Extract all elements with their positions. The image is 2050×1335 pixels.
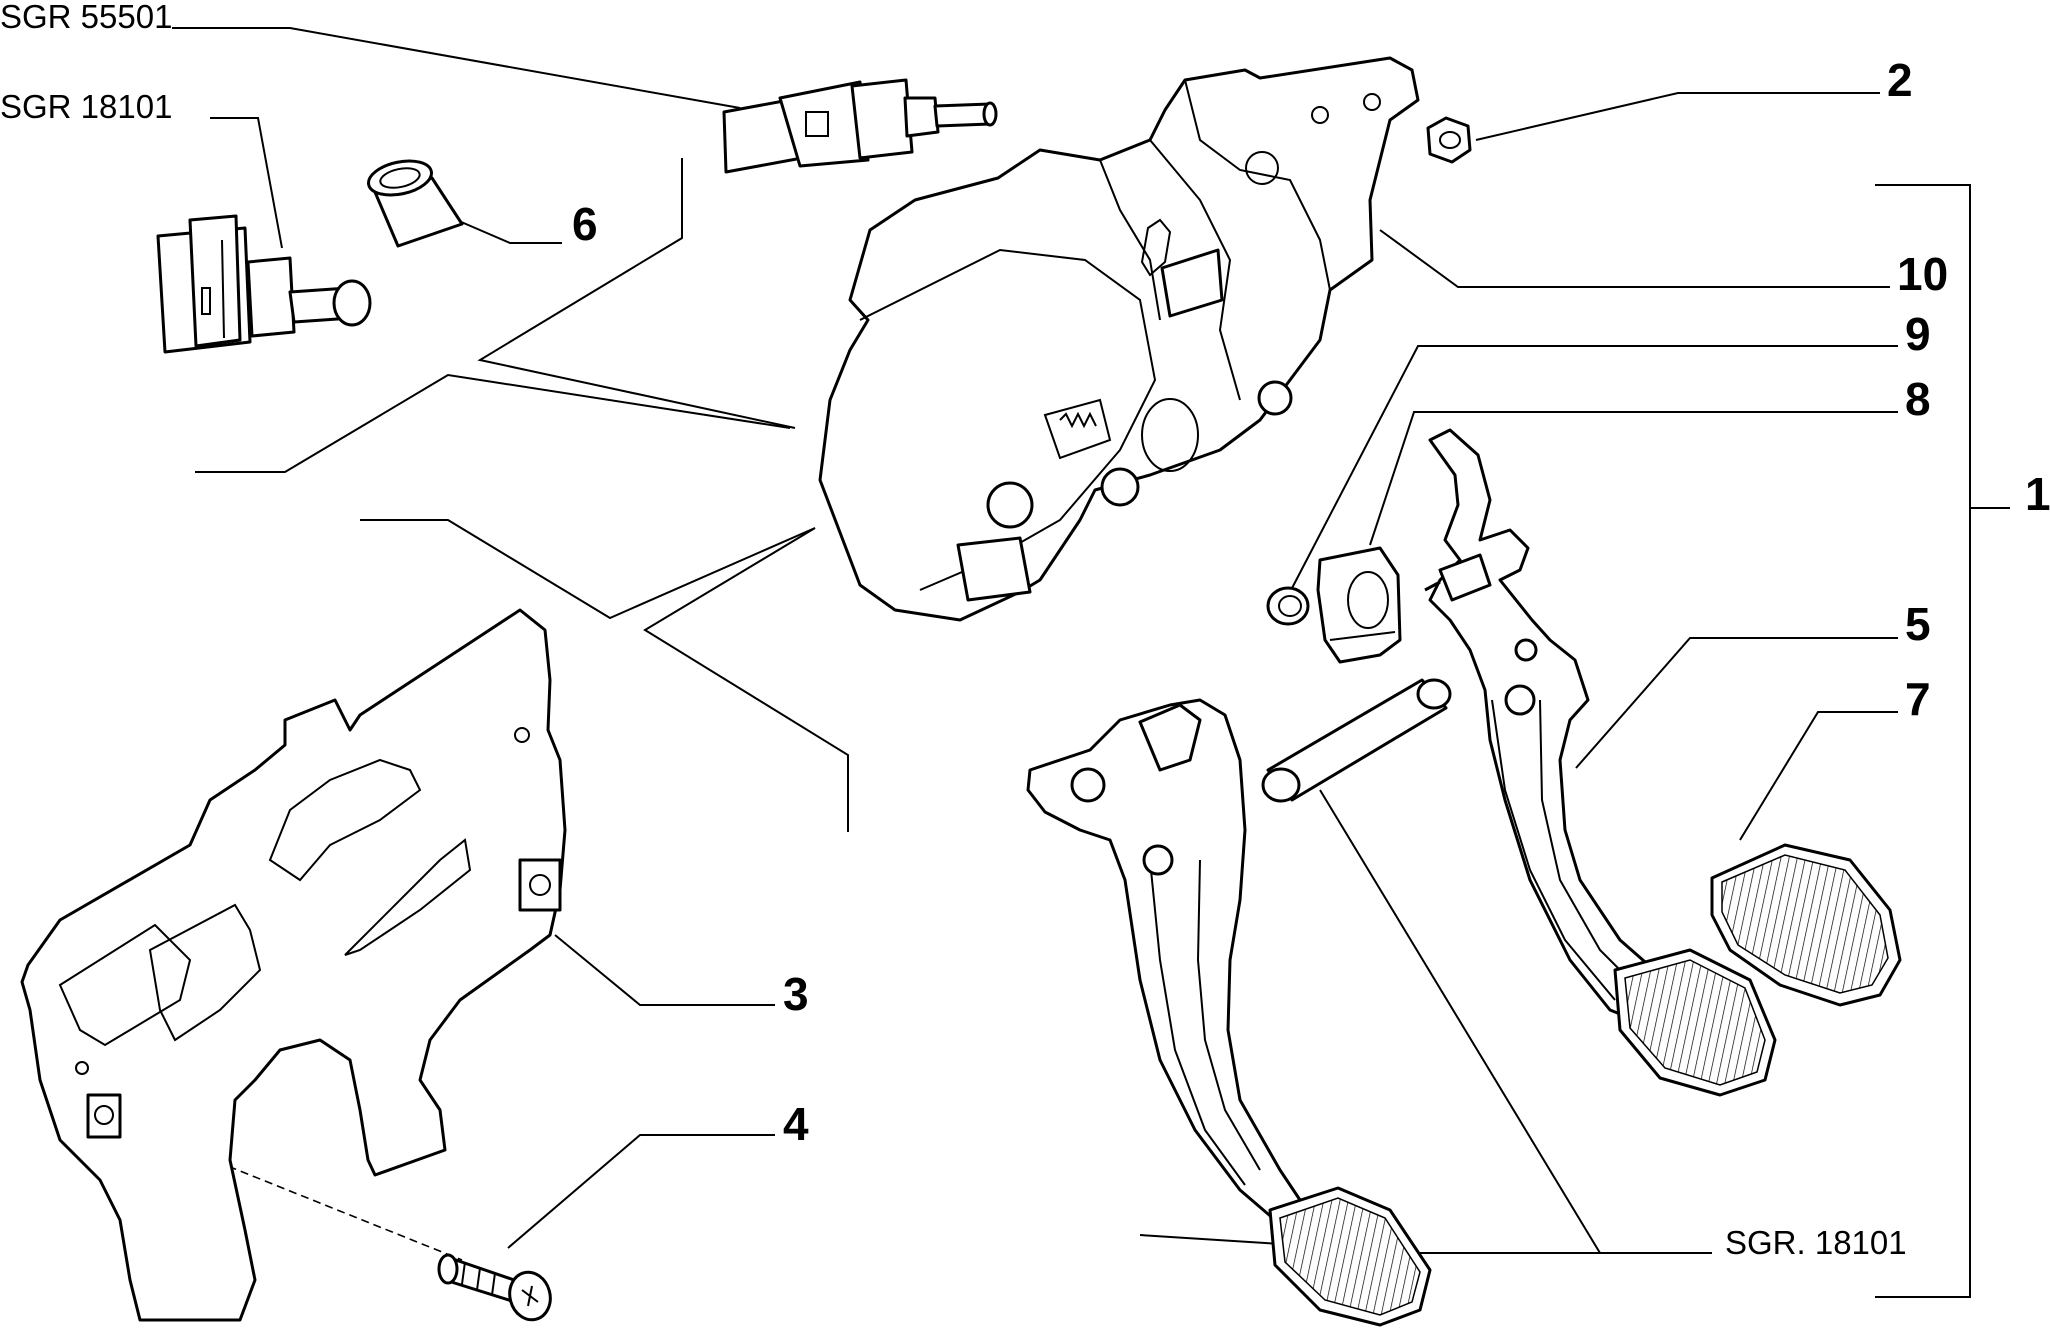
- nut-part-2: [1426, 116, 1472, 164]
- callout-3: 3: [783, 968, 809, 1020]
- clutch-switch-left: [156, 214, 372, 354]
- stop-light-switch-top: [722, 78, 998, 174]
- callout-10: 10: [1897, 248, 1948, 300]
- ref-label-pedal-shaft: SGR. 18101: [1725, 1224, 1907, 1261]
- callout-1: 1: [2025, 468, 2050, 520]
- pedal-pad-part-7: [1710, 843, 1902, 1007]
- spring-clip-part-8: [1316, 546, 1402, 664]
- callout-4: 4: [783, 1098, 809, 1150]
- exploded-guide-lines: [107, 158, 849, 1261]
- callout-9: 9: [1905, 308, 1931, 360]
- screw-part-4: [437, 1253, 552, 1322]
- clutch-pedal: [1026, 698, 1432, 1327]
- callout-8: 8: [1905, 373, 1931, 425]
- ref-label-left-switch: SGR 18101: [0, 88, 172, 125]
- washer-part-9: [1266, 586, 1310, 626]
- brake-pedal: [1424, 428, 1777, 1097]
- callout-5: 5: [1905, 598, 1931, 650]
- pedal-box-bracket-part-10: [818, 56, 1420, 622]
- pedal-shaft-pin: [1261, 678, 1452, 803]
- callout-2: 2: [1887, 54, 1913, 106]
- callout-7: 7: [1905, 673, 1931, 725]
- bushing-part-6: [367, 159, 464, 248]
- support-plate-part-3: [20, 608, 567, 1322]
- callout-6: 6: [572, 198, 598, 250]
- ref-label-top-switch: SGR 55501: [0, 0, 172, 35]
